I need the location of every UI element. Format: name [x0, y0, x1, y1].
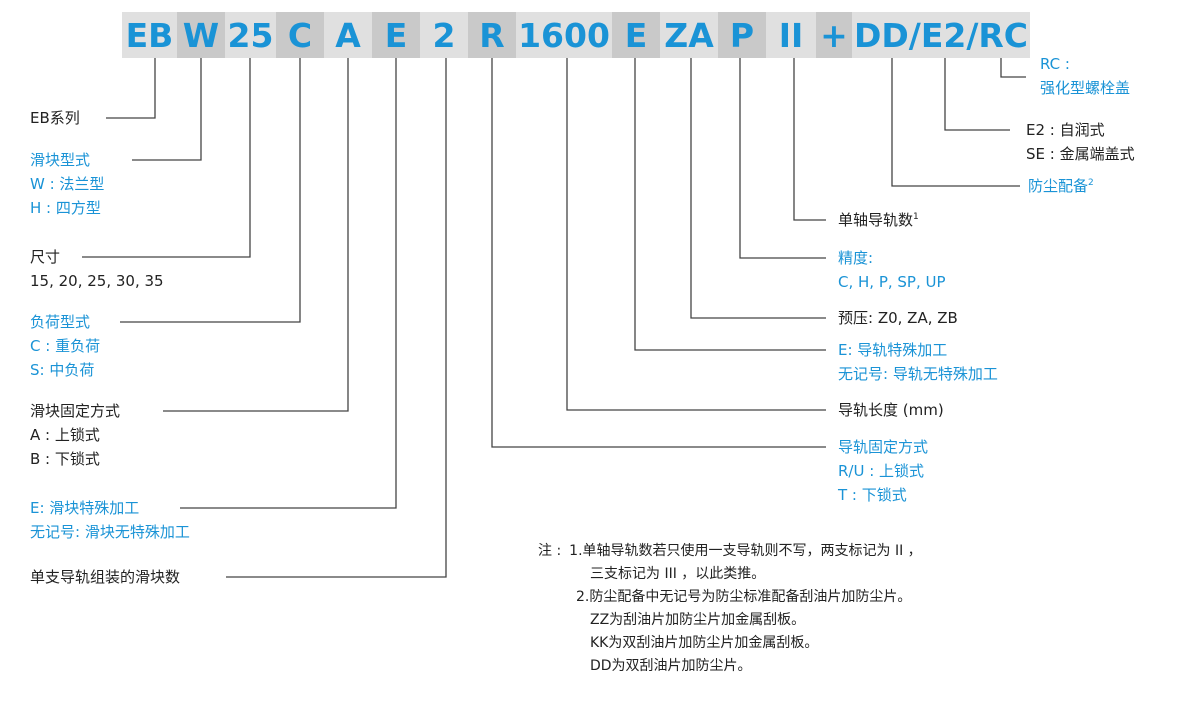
code-seg-rail-fix: R: [468, 12, 516, 58]
label-blocks-per-rail: 单支导轨组装的滑块数: [30, 568, 181, 586]
option-rail-special-none: 无记号: 导轨无特殊加工: [838, 365, 998, 383]
group-block-fix: 滑块固定方式 A : 上锁式 B : 下锁式: [30, 399, 120, 471]
leader-block-type: [132, 58, 202, 161]
leader-series: [106, 58, 156, 119]
option-rail-fix-ru: R/U : 上锁式: [838, 462, 925, 480]
label-rc: RC :: [1040, 55, 1070, 73]
label-rails-text: 单轴导轨数: [838, 211, 914, 229]
leader-precision: [739, 58, 826, 259]
code-seg-block-special: E: [372, 12, 420, 58]
label-block-type: 滑块型式: [30, 151, 91, 169]
leader-block-fix: [163, 58, 349, 412]
option-end-cap-e2: E2 : 自润式: [1026, 121, 1105, 139]
group-rail-fix: 导轨固定方式 R/U : 上锁式 T : 下锁式: [838, 435, 928, 507]
note-2b: ZZ为刮油片加防尘片加金属刮板。: [590, 612, 806, 628]
code-seg-size: 25: [225, 12, 276, 58]
label-size: 尺寸: [30, 248, 61, 266]
code-seg-load-type: C: [276, 12, 324, 58]
option-load-type-c: C : 重负荷: [30, 337, 101, 355]
code-seg-precision: P: [718, 12, 766, 58]
option-load-type-s: S: 中负荷: [30, 361, 95, 379]
code-seg-preload: ZA: [660, 12, 718, 58]
leader-blocks-per-rail: [226, 58, 447, 578]
leader-rails: [793, 58, 826, 221]
code-seg-accessories: DD/E2/RC: [852, 12, 1030, 58]
label-rail-length: 导轨长度 (mm): [838, 401, 944, 419]
label-preload: 预压: Z0, ZA, ZB: [838, 309, 958, 327]
note-1b: 三支标记为 III ，以此类推。: [590, 566, 766, 582]
leader-rc: [1000, 58, 1026, 78]
option-block-type-h: H : 四方型: [30, 199, 101, 217]
option-rail-fix-t: T : 下锁式: [838, 486, 907, 504]
precision-values: C, H, P, SP, UP: [838, 273, 946, 291]
code-seg-plus: +: [816, 12, 852, 58]
code-seg-block-fix: A: [324, 12, 372, 58]
rc-desc: 强化型螺栓盖: [1040, 79, 1131, 97]
option-block-fix-b: B : 下锁式: [30, 450, 100, 468]
label-rail-fix: 导轨固定方式: [838, 438, 929, 456]
note-row-1a: 注 : 1.单轴导轨数若只使用一支导轨则不写，两支标记为 II ，: [538, 540, 922, 563]
group-rc: RC : 强化型螺栓盖: [1040, 52, 1130, 100]
code-seg-rail-special: E: [612, 12, 660, 58]
leader-block-special: [180, 58, 397, 509]
group-precision: 精度: C, H, P, SP, UP: [838, 246, 946, 294]
option-block-type-w: W : 法兰型: [30, 175, 105, 193]
label-rails: 单轴导轨数1: [838, 208, 919, 232]
label-block-special: E: 滑块特殊加工: [30, 499, 140, 517]
option-end-cap-se: SE : 金属端盖式: [1026, 145, 1135, 163]
leader-dust: [891, 58, 1020, 187]
label-block-fix: 滑块固定方式: [30, 402, 121, 420]
note-1a: 1.单轴导轨数若只使用一支导轨则不写，两支标记为 II ，: [569, 543, 922, 559]
option-block-fix-a: A : 上锁式: [30, 426, 100, 444]
label-load-type: 负荷型式: [30, 313, 91, 331]
label-series: EB系列: [30, 109, 80, 127]
leader-rail-fix: [491, 58, 826, 448]
label-rail-special: E: 导轨特殊加工: [838, 341, 948, 359]
code-seg-blocks-per-rail: 2: [420, 12, 468, 58]
group-rail-special: E: 导轨特殊加工 无记号: 导轨无特殊加工: [838, 338, 998, 386]
label-dust: 防尘配备2: [1028, 174, 1094, 198]
leader-end-cap: [944, 58, 1010, 131]
notes-prefix: 注 :: [538, 543, 562, 559]
group-block-special: E: 滑块特殊加工 无记号: 滑块无特殊加工: [30, 496, 190, 544]
code-seg-rail-length: 1600: [516, 12, 612, 58]
notes: 注 : 1.单轴导轨数若只使用一支导轨则不写，两支标记为 II ， 三支标记为 I…: [538, 540, 922, 678]
group-end-cap: E2 : 自润式 SE : 金属端盖式: [1026, 118, 1135, 166]
label-dust-sup: 2: [1088, 178, 1094, 188]
note-2c: KK为双刮油片加防尘片加金属刮板。: [590, 635, 819, 651]
size-values: 15, 20, 25, 30, 35: [30, 272, 164, 290]
code-seg-block-type: W: [177, 12, 225, 58]
leader-preload: [690, 58, 826, 319]
label-precision: 精度:: [838, 249, 874, 267]
code-seg-rails: II: [766, 12, 816, 58]
group-size: 尺寸 15, 20, 25, 30, 35: [30, 245, 164, 293]
group-block-type: 滑块型式 W : 法兰型 H : 四方型: [30, 148, 104, 220]
option-block-special-none: 无记号: 滑块无特殊加工: [30, 523, 190, 541]
leader-rail-special: [634, 58, 826, 351]
label-rails-sup: 1: [913, 212, 919, 222]
note-2d: DD为双刮油片加防尘片。: [590, 658, 752, 674]
leader-rail-length: [566, 58, 826, 411]
label-dust-text: 防尘配备: [1028, 177, 1089, 195]
group-load-type: 负荷型式 C : 重负荷 S: 中负荷: [30, 310, 100, 382]
model-code-bar: EB W 25 C A E 2 R 1600 E ZA P II + DD/E2…: [0, 0, 1200, 60]
note-2a: 2.防尘配备中无记号为防尘标准配备刮油片加防尘片。: [576, 589, 912, 605]
code-seg-series: EB: [122, 12, 177, 58]
leader-size: [82, 58, 251, 258]
